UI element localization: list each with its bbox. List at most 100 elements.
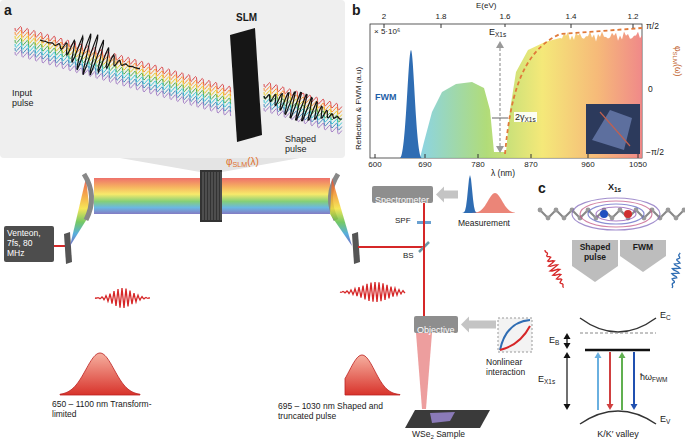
atom — [538, 208, 543, 213]
axis-tick: 1.2 — [627, 12, 638, 21]
shaped-pulse-field — [264, 92, 342, 120]
phase-label: φSLM(λ) — [226, 156, 259, 168]
box-text: FWM — [623, 243, 663, 253]
text-part: X1s — [544, 378, 555, 385]
zoom-wedge — [120, 158, 300, 172]
axis-tick: 0 — [648, 85, 653, 95]
flake-edge — [600, 112, 630, 146]
transition-arrow — [597, 357, 599, 410]
laser-box: Venteon, 7fs, 80 MHz — [4, 226, 54, 262]
signal-label: Measurement — [458, 219, 510, 229]
arrow-head — [496, 41, 504, 48]
energy-label: EB — [549, 335, 559, 345]
shaped-spectrum — [345, 355, 400, 395]
microscope-inset — [586, 104, 640, 154]
dispersed-beam — [330, 178, 352, 246]
band-label: EV — [660, 414, 670, 424]
transition-arrow — [621, 357, 623, 410]
spectral-wave — [15, 35, 231, 101]
spectrometer-box: Spectrometer — [372, 186, 433, 203]
scale-factor: × 5·10⁶ — [374, 27, 400, 36]
transition-arrow — [566, 380, 567, 405]
optic-label: SPF — [395, 216, 411, 225]
spectral-wave — [15, 51, 231, 117]
axis-tick-mark — [571, 24, 572, 28]
axis-tick: 1.8 — [435, 12, 446, 21]
fwm-pulse — [672, 253, 680, 288]
axis-tick: π/2 — [646, 22, 659, 32]
text-part: E — [660, 414, 666, 424]
text-part: φ — [226, 156, 232, 167]
text-part: 2 — [430, 433, 433, 440]
arrow-head — [631, 404, 638, 410]
energy-label: ħωFWM — [640, 372, 668, 382]
text-part: 2γ — [515, 112, 525, 122]
arrow-head — [564, 352, 571, 358]
exciton-level — [585, 349, 650, 352]
spectral-wave — [15, 39, 231, 105]
arrow-fill — [572, 240, 618, 282]
text-part: FWM — [652, 376, 667, 383]
band-edge — [580, 333, 656, 334]
text-part: Sample — [434, 429, 465, 439]
slm-pixel — [209, 172, 210, 220]
band-label: EC — [660, 310, 671, 320]
axis-tick-mark — [441, 24, 442, 28]
spectral-wave — [15, 43, 231, 109]
spectrum-label: 650 – 1100 nm Transform-limited — [52, 400, 152, 420]
slm-device — [200, 170, 222, 222]
axis-tick-mark — [531, 154, 532, 158]
field-line — [572, 198, 660, 230]
fwm-curve — [500, 320, 530, 350]
text-part: φ — [673, 46, 683, 52]
valley-label: K/K′ valley — [597, 429, 639, 439]
text-part: X1s — [495, 31, 506, 38]
exciton-label: X1s — [608, 182, 621, 192]
panel-letter: b — [352, 2, 361, 18]
arrow-fill — [620, 240, 666, 272]
axis-tick-mark — [633, 24, 634, 28]
focused-beam — [416, 333, 432, 409]
linewidth-marker — [492, 118, 508, 119]
interaction-inset — [498, 318, 532, 352]
spectrum-label: 695 – 1030 nm Shaped and truncated pulse — [278, 402, 402, 422]
slm-device — [230, 28, 262, 142]
signal-label: Nonlinear interaction — [486, 358, 538, 378]
sample-substrate — [405, 410, 490, 428]
atom — [618, 208, 623, 213]
block-arrow: FWM — [620, 240, 666, 272]
linewidth-label: 2γX1s — [514, 112, 537, 122]
text-part: E — [489, 27, 495, 37]
arrow-head — [564, 404, 571, 410]
spectral-wave — [15, 47, 231, 113]
objective-box: Objective — [414, 316, 458, 333]
energy-label: EX1s — [488, 27, 507, 37]
transition-arrow — [633, 352, 635, 405]
panel-background — [0, 0, 345, 158]
axis-tick: 870 — [524, 160, 537, 169]
axis-title: φSLM(ω) — [672, 46, 682, 76]
shaped-pulse — [340, 282, 405, 302]
spectral-wave — [15, 31, 231, 97]
axis-tick: 2 — [382, 12, 386, 21]
shaped-beam — [358, 246, 424, 248]
signal-arrow — [436, 187, 458, 203]
axis-tick: 1.4 — [565, 12, 576, 21]
signal-arrow — [461, 317, 496, 333]
text-part: B — [555, 339, 559, 346]
excitation-pulse — [545, 250, 564, 288]
atom — [562, 216, 567, 221]
transition-arrow — [566, 357, 567, 380]
slm-pixel — [221, 172, 222, 220]
transition-arrow — [609, 352, 611, 405]
pump-curve — [500, 326, 530, 350]
device-label: SLM — [236, 12, 257, 24]
flake-image — [592, 110, 632, 150]
box-text: Venteon, 7fs, 80 MHz — [7, 229, 51, 258]
atom — [682, 208, 685, 213]
grating — [64, 232, 72, 264]
arrow-head — [607, 404, 614, 410]
